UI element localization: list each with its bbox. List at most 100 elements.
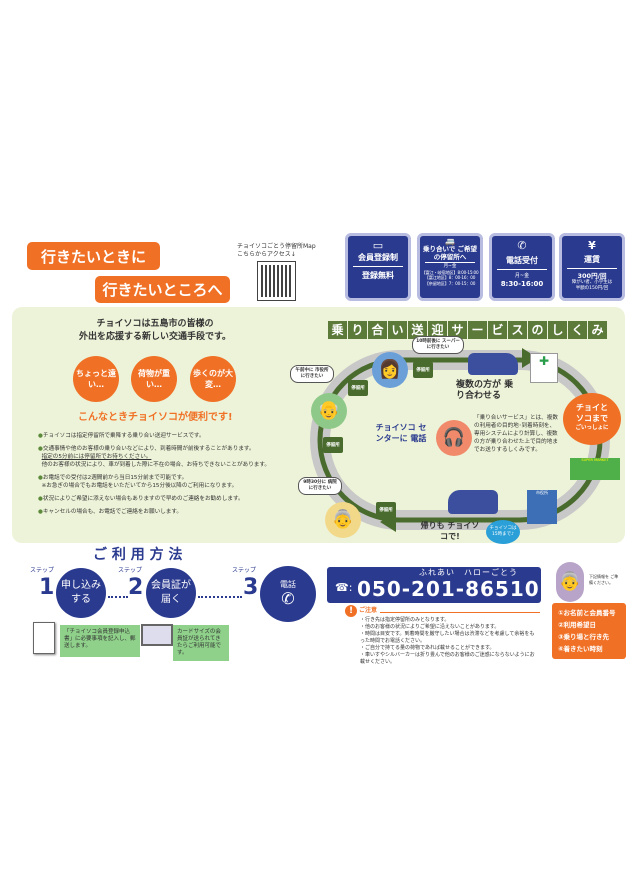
step-1-circle: 申し込み する [56,568,106,618]
card-hours: 8:30-16:00 [500,280,544,288]
card-days: 月~金 [514,273,530,279]
tagline-1: 行きたいときに [27,242,160,270]
note-item: ・ご自分で持てる量の荷物であれば載せることができます。 [360,645,495,651]
prepare-item: ③乗り場と行き先 [558,633,610,641]
explain-text: 「乗り合いサービス」とは、複数の利用者の目的地･到着時刻を、専用システムにより計… [474,415,558,453]
woman-caller-icon: 👩 [372,352,408,388]
telephone-icon: ☎: [335,581,353,594]
intro-lead: チョイソコは五島市の皆様の外出を応援する新しい交通手段です。 [60,318,250,344]
elderly-man-icon: 👴 [311,393,347,429]
title-char: り [348,321,367,339]
notice-item: ※お急ぎの場合でもお電話をいただいてから15分後以降のご利用になります。 [41,483,238,489]
phone-icon: ✆ [281,589,295,608]
card-hours: 【奈留地区】7：00-15：00 [424,280,476,286]
lead-line: 外出を応援する新しい交通手段です。 [78,332,232,342]
car-icon: 🚐 [445,237,455,246]
supermarket-icon: SUPER MARKET [570,458,620,480]
elderly-woman-phone-icon: 👵 [556,562,584,602]
phone-kana: ふれあい ハローごとう [419,568,518,577]
card-title: 乗り合いで ご希望の停留所へ [422,245,478,261]
prepare-item: ①お名前と会員番号 [558,609,616,617]
title-char: の [528,321,547,339]
card-fare-value: 300円/回 [577,272,607,280]
until-15-badge: チョイソコは 15時まで♪ [486,520,520,544]
reason-circle: 荷物が重い… [131,356,177,402]
card-hours: 【富江地区】8：00-16：00 [424,275,476,280]
stop-sign: 停留所 [376,502,396,518]
call-center-text: チョイソコ センターに 電話 [375,423,427,443]
speech-bubble: 10時前後に スーパーに行きたい [412,336,464,354]
title-char: し [548,321,567,339]
step-number: 1 [39,575,55,600]
title-char: ー [468,321,487,339]
card-days: 月~金 [443,264,457,269]
notice-item: 他のお客様の状況により、車が到着した際に不在の場合、お待ちできないことがあります… [41,462,271,468]
qr-caption-2: こちらからアクセス↓ [237,251,296,258]
card-fare-note: 半額の150円/回 [575,286,609,291]
reason-circle: 歩くのが大変… [190,356,236,402]
speech-bubble: 9時30分に 病院に行きたい [298,477,342,495]
card-fare-note: 障がい者、小学生は [571,280,613,285]
card-sub: 登録無料 [362,271,394,280]
card-hours: 【富江・岐宿地区】8:00-15:00 [421,269,479,275]
note-item: ・時間は目安です。到着時間を厳守したい場合は渋滞などを考慮して余裕をもった時間で… [360,631,535,644]
together-line: ごいっしょに [575,425,609,431]
together-badge: チョイとソコまでごいっしょに [563,393,621,445]
note-item: ・車いすやシルバーカーは折り畳んで他のお客様のご迷惑にならないようにお載せくださ… [360,652,535,665]
notice-item: 交通事情や他のお客様の乗り合いなどにより、到着時間が前後することがあります。 [42,446,255,452]
reason-circle: ちょっと遠い… [73,356,119,402]
step-label: ステップ [232,567,257,574]
step-label: ステップ [118,567,143,574]
together-line: ソコまで [576,414,608,423]
step-2-desc: カードサイズの会員証が送られてきたらご利用可能です。 [173,625,229,661]
prepare-item: ②利用希望日 [558,621,597,629]
qr-code[interactable] [257,261,296,301]
qr-caption-1: チョイソコごとう停留所Map [237,243,316,250]
application-form-icon [33,622,55,654]
elderly-woman-icon: 👵 [325,502,361,538]
step-label: ステップ [30,567,55,574]
member-card-icon: ▭ [372,239,384,252]
notes-list: ・行き先は指定停留所のみとなります。・他のお客様の状況によりご希望に沿えないこと… [360,617,538,666]
together-line: チョイと [576,403,608,412]
van-icon [468,353,518,375]
title-char: い [388,321,407,339]
notice-item: お電話での受付は2週間前から当日15分前まで可能です。 [42,475,188,481]
title-char: 乗 [328,321,347,339]
stop-sign: 停留所 [348,380,368,396]
step-number: 2 [128,575,144,600]
stop-sign: 停留所 [323,437,343,453]
title-char: サ [448,321,467,339]
intro-headline: こんなときチョイソコが便利です! [78,412,233,423]
step-3-circle: 電話✆ [260,566,316,622]
phone-icon: ✆ [517,239,527,252]
diagram-title: 乗り合い送迎サービスのしくみ [328,319,608,339]
warning-icon: ! [345,605,357,617]
title-char: み [588,321,607,339]
lead-line: チョイソコは五島市の皆様の [96,319,214,329]
step-2-circle: 会員証が 届く [146,568,196,618]
speech-bubble: 午前中に 市役所に行きたい [290,365,334,383]
notice-item: キャンセルの場合も、お電話でご連絡をお願いします。 [42,509,183,515]
step-1-desc: 「チョイソコ会員登録申込書」に必要事項を記入し、郵送します。 [60,625,140,657]
tagline-2: 行きたいところへ [95,276,230,303]
step-number: 3 [243,575,259,600]
card-title: 運賃 [584,255,600,264]
prepare-item: ④着きたい時刻 [558,645,603,653]
note-item: ・他のお客様の状況によりご希望に沿えないことがあります。 [360,624,500,630]
card-fare: ¥ 運賃 300円/回 障がい者、小学生は 半額の150円/回 [559,233,625,301]
step-connector [198,596,242,598]
stop-sign: 停留所 [413,362,433,378]
notice-item: 状況によりご希望に添えない場合もありますので早めのご連絡をお勧めします。 [42,496,244,502]
member-card-image [141,624,173,646]
title-char: 送 [408,321,427,339]
title-char: 迎 [428,321,447,339]
return-text: 帰りも チョイソコで! [420,521,480,541]
cityhall-icon: 市役所 [527,490,557,524]
phone-number[interactable]: 050-201-86510 [357,577,540,601]
title-char: 合 [368,321,387,339]
van-icon [448,490,498,514]
title-char: く [568,321,587,339]
step-connector [108,596,128,598]
